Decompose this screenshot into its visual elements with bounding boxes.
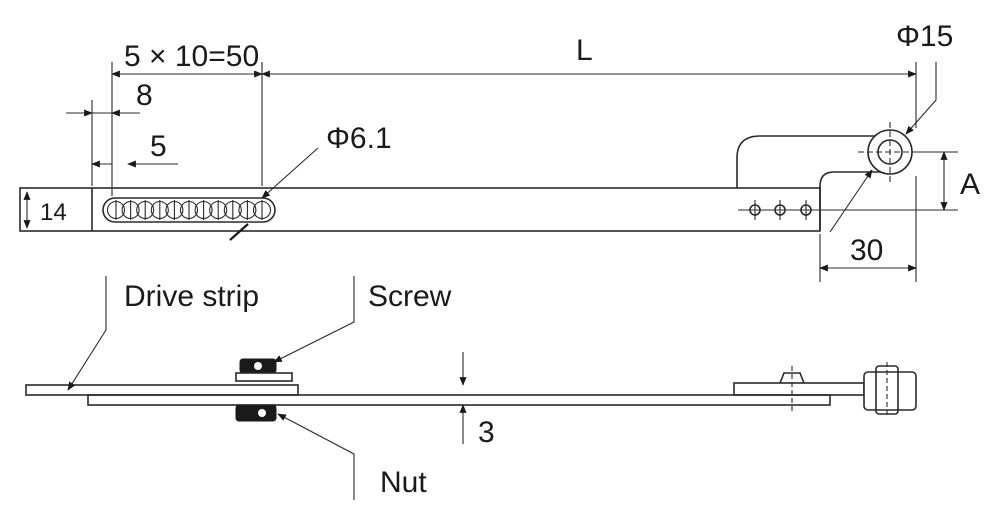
nut-highlight <box>258 409 266 417</box>
leader-bracket <box>829 169 873 233</box>
side-view: 3 Drive strip Screw Nut <box>25 276 917 500</box>
dim-length-label: L <box>576 34 593 67</box>
label-nut: Nut <box>380 466 427 499</box>
dim-thickness-label: 3 <box>478 416 495 449</box>
pivot-bracket <box>736 122 922 231</box>
drive-strip-side <box>25 384 299 396</box>
label-drive-strip: Drive strip <box>124 280 259 313</box>
dim-width14-label: 14 <box>40 199 67 226</box>
screw-washer <box>235 372 293 382</box>
strip-body <box>19 187 821 232</box>
slot-outline <box>102 197 276 223</box>
bracket-lower-edge <box>819 171 882 231</box>
slot-hole-row <box>102 197 276 223</box>
pivot-clevis-side <box>863 371 917 411</box>
leader-drive-strip <box>67 276 107 391</box>
bracket-upper-edge <box>736 135 882 188</box>
leader-screw <box>273 276 355 363</box>
rivet-head-side <box>779 372 805 384</box>
nut-body <box>235 404 277 422</box>
dim-pivot-hole-label: Φ15 <box>896 20 953 53</box>
leader-slot-tail <box>229 223 249 241</box>
screw-highlight <box>254 362 262 370</box>
rivet-holes <box>738 200 826 220</box>
dim-offset8-label: 8 <box>136 79 153 112</box>
dim-hole-spacing-label: 5 × 10=50 <box>124 40 259 73</box>
dim-slot-hole-label: Φ6.1 <box>326 122 392 155</box>
bracket-plate-side <box>733 382 865 396</box>
dim-height-a-label: A <box>960 168 980 201</box>
leader-slot-hole <box>261 147 319 199</box>
dim-offset5-label: 5 <box>150 130 167 163</box>
screw-nut-assembly <box>235 358 293 422</box>
dim-length30-label: 30 <box>850 234 883 267</box>
leader-pivot-hole <box>905 62 937 135</box>
label-screw: Screw <box>368 280 452 313</box>
leader-nut <box>277 413 355 500</box>
top-view: 5 × 10=50 L 8 5 Φ6.1 Φ15 A 30 <box>19 20 980 282</box>
lower-bar-side <box>87 394 831 406</box>
